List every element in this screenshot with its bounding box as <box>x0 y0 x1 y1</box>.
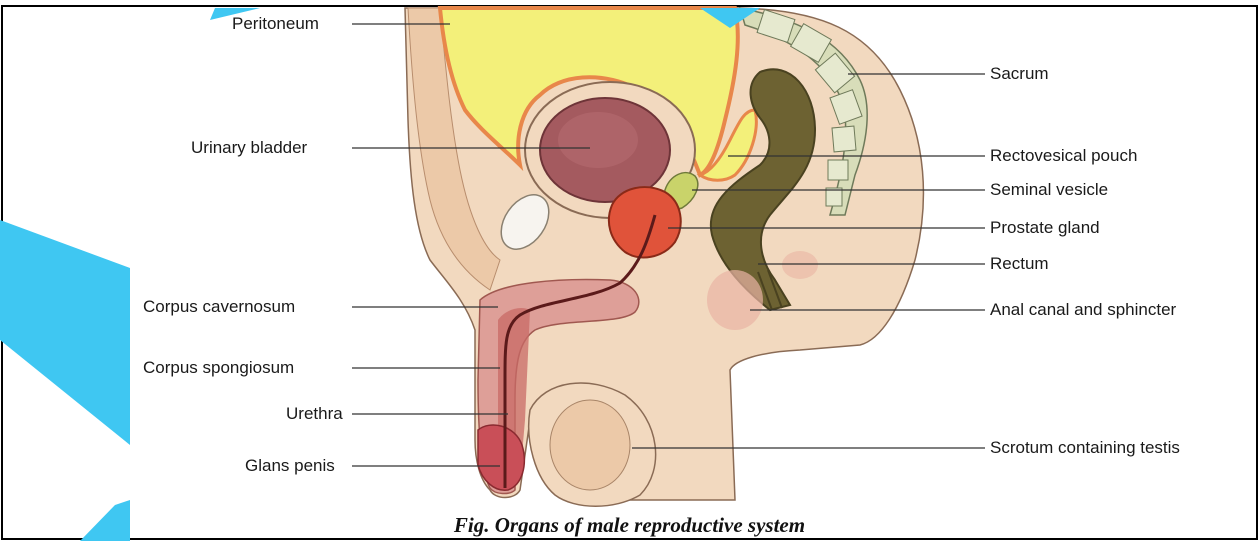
label-rectum: Rectum <box>990 254 1049 274</box>
label-scrotum: Scrotum containing testis <box>990 438 1180 458</box>
label-peritoneum: Peritoneum <box>232 14 319 34</box>
label-sacrum: Sacrum <box>990 64 1049 84</box>
figure-caption: Fig. Organs of male reproductive system <box>0 513 1259 538</box>
perineal-tissue <box>707 270 763 330</box>
label-corpus-cavernosum: Corpus cavernosum <box>143 297 295 317</box>
label-glans-penis: Glans penis <box>245 456 335 476</box>
label-urethra: Urethra <box>286 404 343 424</box>
testis <box>550 400 630 490</box>
label-seminal-vesicle: Seminal vesicle <box>990 180 1108 200</box>
label-corpus-spongiosum: Corpus spongiosum <box>143 358 294 378</box>
perineal-tissue-2 <box>782 251 818 279</box>
label-urinary-bladder: Urinary bladder <box>191 138 307 158</box>
label-rectovesical-pouch: Rectovesical pouch <box>990 146 1137 166</box>
label-prostate-gland: Prostate gland <box>990 218 1100 238</box>
label-anal-canal: Anal canal and sphincter <box>990 300 1176 320</box>
